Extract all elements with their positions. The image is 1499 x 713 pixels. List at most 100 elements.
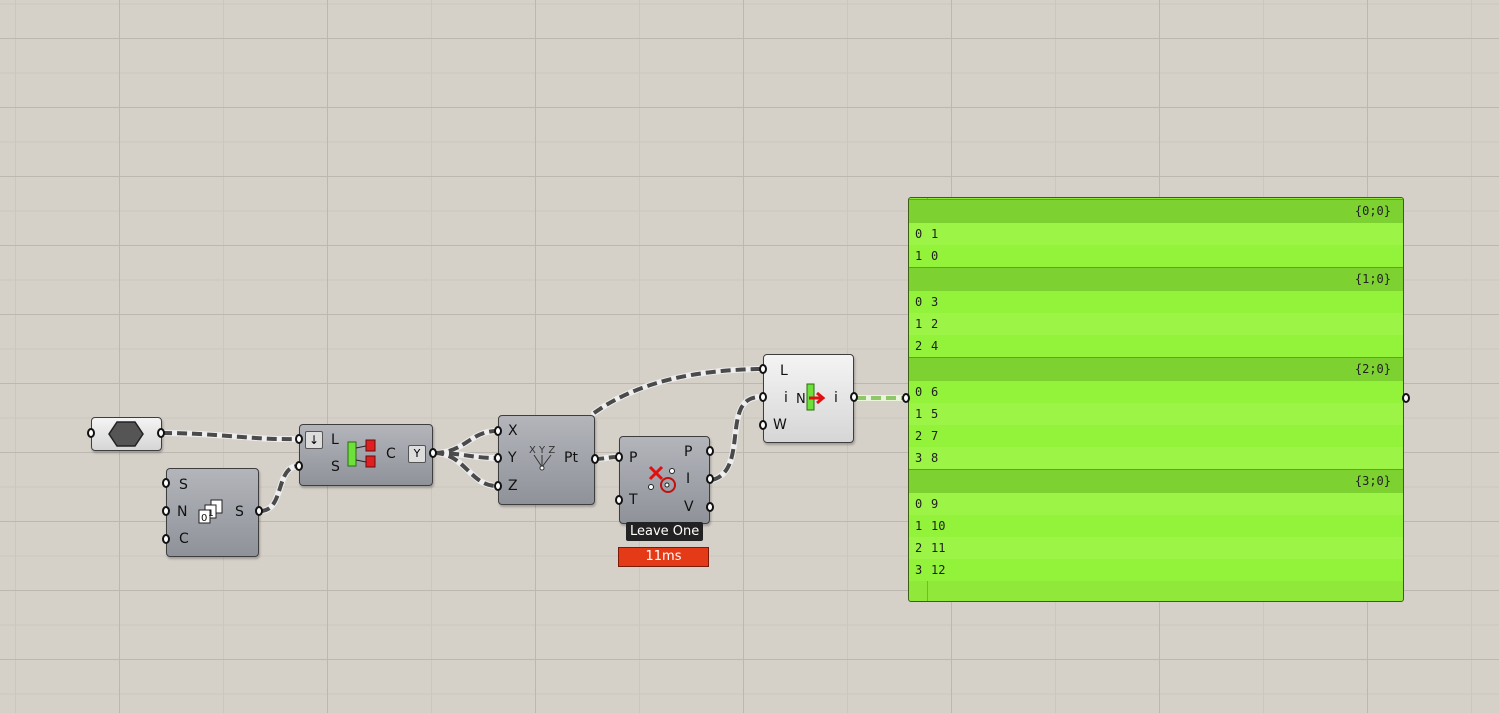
- series-component[interactable]: S N C S 0 1: [166, 468, 259, 557]
- list-item-input-i: i: [784, 390, 788, 406]
- panel-item-value: 9: [931, 497, 939, 511]
- list-item-icon: N: [796, 383, 826, 411]
- panel-item-index: 1: [915, 249, 923, 263]
- leave-one-component[interactable]: P T P I V: [619, 436, 710, 524]
- leave-one-output-v: V: [684, 499, 694, 515]
- panel-output-port[interactable]: [1402, 393, 1410, 403]
- point-port-y[interactable]: [494, 453, 502, 463]
- construct-point-component[interactable]: X Y Z X Y Z Pt: [498, 415, 595, 505]
- leave-one-output-i: I: [686, 471, 691, 487]
- panel-item-value: 11: [931, 541, 946, 555]
- panel-item-index: 0: [915, 227, 923, 241]
- list-item-port-i[interactable]: [759, 392, 767, 402]
- series-output-s: S: [235, 504, 244, 520]
- svg-text:0: 0: [201, 513, 207, 524]
- hexagon-icon: [108, 421, 144, 447]
- list-item-input-l: L: [780, 363, 788, 379]
- dispatch-port-s[interactable]: [295, 461, 303, 471]
- leave-one-port-t-in[interactable]: [615, 495, 623, 505]
- list-item-component[interactable]: L i W N i: [763, 354, 854, 443]
- panel-branch-header: {1;0}: [909, 267, 1403, 291]
- leave-one-port-v-out[interactable]: [706, 502, 714, 512]
- svg-text:X Y Z: X Y Z: [529, 445, 555, 456]
- panel-item-index: 1: [915, 519, 923, 533]
- hexagon-component[interactable]: [91, 417, 162, 451]
- dispatch-output-c: C: [386, 446, 396, 462]
- series-icon: 0 1: [198, 499, 223, 524]
- hexagon-input-port[interactable]: [87, 428, 95, 438]
- svg-text:N: N: [796, 392, 806, 407]
- dispatch-input-s: S: [331, 459, 340, 475]
- leave-one-input-t: T: [629, 492, 638, 508]
- hexagon-output-port[interactable]: [157, 428, 165, 438]
- panel-input-port[interactable]: [902, 393, 910, 403]
- panel-item-index: 1: [915, 317, 923, 331]
- series-port-n[interactable]: [162, 506, 170, 516]
- point-input-x: X: [508, 423, 518, 439]
- panel-item-index: 0: [915, 497, 923, 511]
- panel-branch-header: {0;0}: [909, 199, 1403, 223]
- panel-item-index: 2: [915, 541, 923, 555]
- panel-item-index: 3: [915, 451, 923, 465]
- point-port-x[interactable]: [494, 426, 502, 436]
- panel-item-value: 10: [931, 519, 946, 533]
- panel-item-row: 2 11: [909, 537, 1403, 559]
- dispatch-icon: [347, 439, 376, 468]
- leave-one-port-i-out[interactable]: [706, 474, 714, 484]
- leave-one-output-p: P: [684, 444, 693, 460]
- panel-item-index: 2: [915, 429, 923, 443]
- point-input-z: Z: [508, 478, 518, 494]
- panel-item-index: 2: [915, 339, 923, 353]
- leave-one-tooltip: Leave One: [626, 522, 704, 541]
- panel-branch-header: {2;0}: [909, 357, 1403, 381]
- panel-item-value: 1: [931, 227, 939, 241]
- leave-one-port-p-out[interactable]: [706, 446, 714, 456]
- panel-item-index: 0: [915, 295, 923, 309]
- leave-one-port-p-in[interactable]: [615, 452, 623, 462]
- panel-item-index: 3: [915, 563, 923, 577]
- series-port-c[interactable]: [162, 534, 170, 544]
- series-port-s[interactable]: [162, 478, 170, 488]
- series-input-n: N: [177, 504, 188, 520]
- point-output-pt: Pt: [564, 450, 578, 466]
- panel-branch-header: {3;0}: [909, 469, 1403, 493]
- dispatch-port-c[interactable]: [429, 448, 437, 458]
- panel-item-index: 0: [915, 385, 923, 399]
- panel-item-value: 7: [931, 429, 939, 443]
- list-item-port-out[interactable]: [850, 392, 858, 402]
- point-input-y: Y: [508, 450, 517, 466]
- profiler-timer: 11ms: [618, 547, 709, 567]
- dispatch-flatten-icon[interactable]: ↓: [305, 431, 323, 449]
- list-item-output-i: i: [834, 390, 838, 406]
- list-item-input-w: W: [773, 417, 787, 433]
- list-item-port-l[interactable]: [759, 364, 767, 374]
- panel-item-value: 12: [931, 563, 946, 577]
- panel-item-value: 0: [931, 249, 939, 263]
- panel-item-value: 8: [931, 451, 939, 465]
- series-input-c: C: [179, 531, 189, 547]
- panel-item-value: 2: [931, 317, 939, 331]
- point-port-pt[interactable]: [591, 454, 599, 464]
- point-port-z[interactable]: [494, 481, 502, 491]
- dispatch-port-l[interactable]: [295, 434, 303, 444]
- panel-item-row: 3 12: [909, 559, 1403, 581]
- list-item-port-w[interactable]: [759, 420, 767, 430]
- series-port-out[interactable]: [255, 506, 263, 516]
- panel-item-value: 6: [931, 385, 939, 399]
- panel-item-value: 4: [931, 339, 939, 353]
- leave-one-icon: [648, 465, 676, 493]
- panel-item-index: 1: [915, 407, 923, 421]
- dispatch-component[interactable]: ↓ L S C Y: [299, 424, 433, 486]
- dispatch-graft-icon[interactable]: Y: [408, 445, 426, 463]
- dispatch-input-l: L: [331, 432, 339, 448]
- series-input-s: S: [179, 477, 188, 493]
